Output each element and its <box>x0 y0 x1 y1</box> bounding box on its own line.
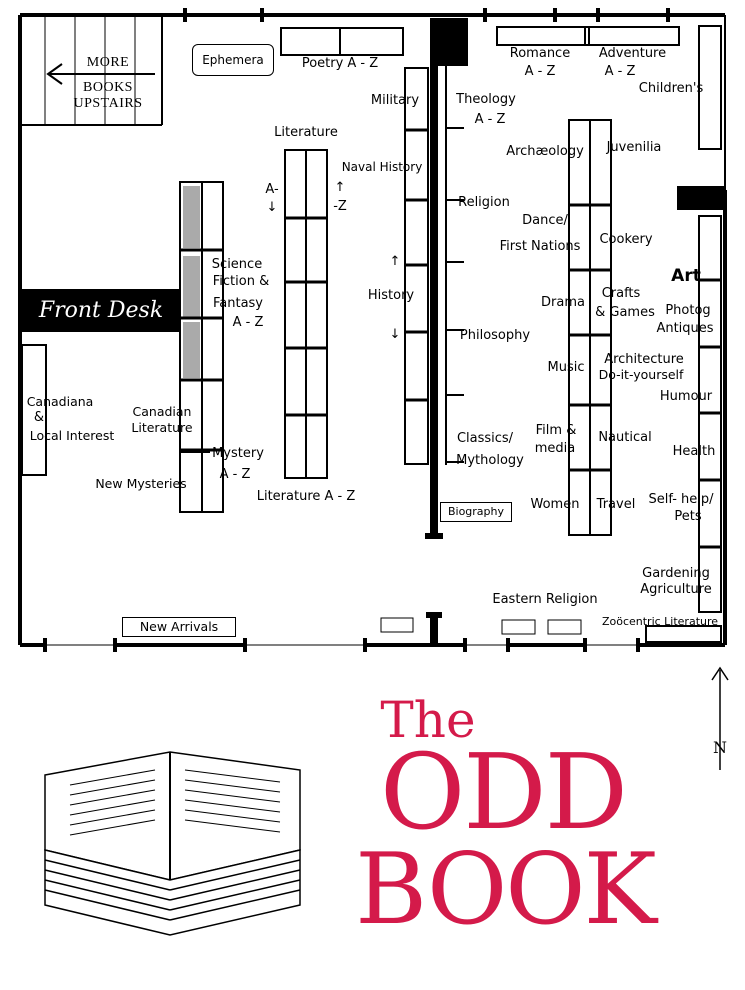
canadiana-shelf <box>21 344 47 476</box>
antiques-label: Antiques <box>656 321 714 336</box>
humour-label: Humour <box>659 389 713 404</box>
romance-shelf <box>496 26 680 46</box>
architecture-label-2: Do-it-yourself <box>598 367 684 382</box>
literature-az-label: Literature A - Z <box>256 489 356 504</box>
lit-a-label: A- <box>265 182 279 197</box>
classics-label-2: Mythology <box>456 453 524 468</box>
arrow-up-icon: ↑ <box>389 254 401 269</box>
scifi-label-4: A - Z <box>232 315 264 330</box>
open-book-icon <box>44 751 301 936</box>
history-label: History <box>367 288 415 303</box>
canadiana-label-1: Canadiana <box>26 394 94 409</box>
scifi-label-1: Science <box>211 257 263 272</box>
childrens-label: Children's <box>638 81 704 96</box>
religion-label: Religion <box>458 195 510 210</box>
lit-z-label: -Z <box>333 199 347 214</box>
logo-odd: ODD <box>379 731 628 853</box>
ephemera-box[interactable]: Ephemera <box>192 44 274 76</box>
zoocentric-shelf <box>645 625 722 643</box>
east-door-block <box>677 186 725 210</box>
cookery-label: Cookery <box>599 232 653 247</box>
dance-label-2: First Nations <box>499 239 581 254</box>
floor-box <box>501 619 536 635</box>
canlit-label-1: Canadian <box>132 404 192 419</box>
theology-label: Theology <box>456 92 516 107</box>
religion-shelf <box>445 66 464 465</box>
music-label: Music <box>547 360 585 375</box>
gardening-label-2: Agriculture <box>640 582 712 597</box>
nonfiction-shelf <box>568 119 612 536</box>
logo-book: BOOK <box>355 833 657 947</box>
film-label-1: Film & <box>535 423 577 438</box>
outer-walls <box>18 8 727 652</box>
stairs-label-3: upstairs <box>73 96 143 111</box>
women-label: Women <box>530 497 580 512</box>
north-arrow-icon <box>711 666 729 770</box>
stairs <box>20 15 163 126</box>
front-desk[interactable]: Front Desk <box>22 289 180 332</box>
naval-history-label: Naval History <box>341 160 423 174</box>
scifi-label-2: Fiction & <box>212 274 270 289</box>
stairs-label-2: books <box>83 80 133 95</box>
art-label: Art <box>671 266 701 286</box>
adventure-az-label: A - Z <box>604 64 636 79</box>
arrow-down-icon: ↓ <box>266 200 278 215</box>
canlit-label-2: Literature <box>131 420 193 435</box>
architecture-label-1: Architecture <box>604 352 684 367</box>
stairs-label-1: More <box>86 55 130 70</box>
travel-label: Travel <box>596 497 636 512</box>
canadiana-label-3: Local Interest <box>29 428 115 443</box>
scifi-shelf <box>179 181 224 513</box>
archaeology-label: Archæology <box>506 144 584 159</box>
military-label: Military <box>370 93 420 108</box>
zoocentric-label: Zoöcentric Literature <box>601 615 719 628</box>
scifi-label-3: Fantasy <box>212 296 264 311</box>
romance-label: Romance <box>509 46 571 61</box>
poetry-shelf <box>280 27 404 56</box>
crafts-label-1: Crafts <box>601 286 641 301</box>
classics-label-1: Classics/ <box>456 431 514 446</box>
east-wall-shelf <box>698 215 722 613</box>
biography-box[interactable]: Biography <box>440 502 512 522</box>
film-label-2: media <box>534 441 576 456</box>
central-divider <box>425 18 468 646</box>
crafts-label-2: & Games <box>595 305 655 320</box>
childrens-shelf <box>698 25 722 150</box>
new-arrivals-box[interactable]: New Arrivals <box>122 617 236 637</box>
romance-az-label: A - Z <box>524 64 556 79</box>
health-label: Health <box>672 444 716 459</box>
dance-label-1: Dance/ <box>522 213 568 228</box>
philosophy-label: Philosophy <box>459 328 531 343</box>
north-label: N <box>713 738 727 757</box>
nautical-label: Nautical <box>598 430 652 445</box>
literature-shelf <box>284 149 328 479</box>
selfhelp-label-2: Pets <box>674 509 702 524</box>
mystery-label: Mystery <box>212 446 264 461</box>
arrow-down-icon: ↓ <box>389 327 401 342</box>
eastern-religion-label: Eastern Religion <box>492 592 598 607</box>
gardening-label-1: Gardening <box>642 566 710 581</box>
mystery-az-label: A - Z <box>219 467 251 482</box>
new-mysteries-label: New Mysteries <box>95 476 187 491</box>
drama-label: Drama <box>541 295 585 310</box>
canadiana-label-2: & <box>33 410 45 425</box>
floor-box <box>380 617 414 633</box>
selfhelp-label-1: Self- help/ <box>648 492 714 507</box>
juvenilia-label: Juvenilia <box>606 140 662 155</box>
theology-az-label: A - Z <box>474 112 506 127</box>
history-shelf <box>404 67 429 465</box>
photog-label: Photog <box>665 303 711 318</box>
floor-box <box>547 619 582 635</box>
poetry-label: Poetry A - Z <box>301 56 379 71</box>
arrow-up-icon: ↑ <box>334 180 346 195</box>
logo-the: The <box>380 691 476 749</box>
adventure-label: Adventure <box>598 46 667 61</box>
literature-label: Literature <box>274 125 338 140</box>
